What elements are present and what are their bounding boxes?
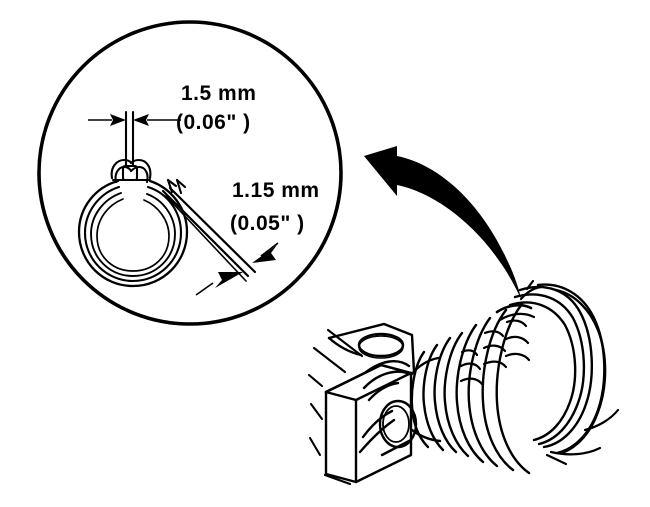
detail-circle-group <box>37 20 343 326</box>
thickness-leader-lines <box>195 242 279 296</box>
shading-hatch-lines <box>307 328 364 486</box>
boot-clamp-ring <box>495 303 533 314</box>
thickness-arrowhead-upper <box>252 245 277 263</box>
boot-clamp-drawing <box>77 110 257 288</box>
dimension-band-width: 1.5 mm (0.06" ) <box>88 82 256 134</box>
band-width-metric-label: 1.5 mm <box>181 82 256 105</box>
clamp-lock-hub <box>110 158 152 184</box>
dimension-arrowhead-right <box>133 114 149 126</box>
bearing-roller-cage <box>459 319 531 386</box>
band-thickness-metric-label: 1.15 mm <box>232 179 320 202</box>
cv-joint-hub-assembly <box>307 279 620 486</box>
thickness-arrowhead-lower <box>215 272 243 288</box>
curved-callout-arrow <box>364 146 521 299</box>
mounting-yoke-bracket <box>324 322 418 484</box>
detail-circle-outline <box>37 20 343 326</box>
dimension-arrowhead-left <box>110 114 126 126</box>
clamp-retaining-barbs <box>166 178 187 195</box>
band-thickness-imperial-label: (0.05" ) <box>230 212 305 235</box>
clamp-band-strap <box>124 110 135 168</box>
bearing-race-stack <box>410 302 536 475</box>
band-width-imperial-label: (0.06" ) <box>176 111 251 134</box>
outer-boot-flange <box>508 279 620 466</box>
clamp-angled-tail <box>161 186 257 282</box>
dimension-band-thickness: 1.15 mm (0.05" ) <box>195 179 320 296</box>
